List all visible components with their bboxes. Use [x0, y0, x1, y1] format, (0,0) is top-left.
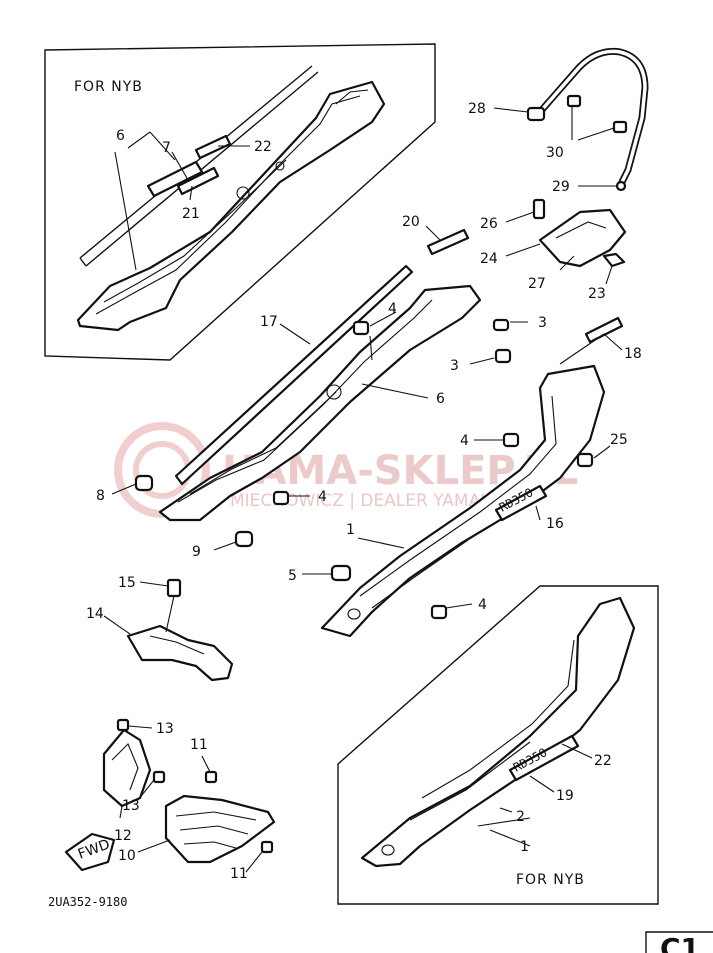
- page-tag-text: C1: [660, 932, 700, 953]
- grab-bar-assembly: 28 30 29: [468, 47, 649, 195]
- small-covers: 13 13 12 11 10 11 FWD: [64, 718, 276, 882]
- grommet-3a: [492, 318, 510, 332]
- decal-7: [146, 160, 204, 198]
- callout-1-bottom: 1: [520, 839, 529, 855]
- screw-13a: [116, 718, 130, 732]
- callout-3-lower: 3: [450, 358, 459, 374]
- callout-6-main: 6: [436, 391, 445, 407]
- callout-7: 7: [162, 140, 171, 156]
- callout-30: 30: [546, 145, 564, 161]
- callout-9: 9: [192, 544, 201, 560]
- callout-8: 8: [96, 488, 105, 504]
- callout-13-top: 13: [156, 721, 174, 737]
- grommet-4b: [502, 432, 520, 448]
- callout-6-top: 6: [116, 128, 125, 144]
- callout-19: 19: [556, 788, 574, 804]
- callout-4-lower: 4: [478, 597, 487, 613]
- inset-box-frame-bottom: [337, 585, 659, 905]
- clip-23: [602, 252, 626, 268]
- lower-side-cover: 18 RD350 4 25 16 1 5 4: [288, 316, 642, 638]
- decal-21: [176, 166, 220, 196]
- callout-5: 5: [288, 568, 297, 584]
- bolt-30b: [612, 120, 628, 134]
- washer-29: [615, 180, 627, 192]
- screw-11a: [204, 770, 218, 784]
- callout-3-upper: 3: [538, 315, 547, 331]
- callout-11-top: 11: [190, 737, 208, 753]
- callout-12: 12: [114, 828, 132, 844]
- callout-27: 27: [528, 276, 546, 292]
- callout-1-main: 1: [346, 522, 355, 538]
- bolt-15: [166, 578, 182, 598]
- grab-bar-end-28: [526, 106, 546, 122]
- callout-15: 15: [118, 575, 136, 591]
- bolt-30a: [566, 94, 582, 108]
- grommet-8: [134, 474, 154, 492]
- nyb-inset-top: FOR NYB 6 7 22 21: [44, 43, 436, 361]
- grommet-4d: [430, 604, 448, 620]
- stripe-17: [174, 264, 414, 486]
- callout-17: 17: [260, 314, 278, 330]
- inset-box-frame: [44, 43, 436, 361]
- page-tag: C1: [645, 931, 713, 953]
- decal-rd350: [494, 484, 548, 522]
- callout-2: 2: [516, 809, 525, 825]
- side-cover-6: [158, 284, 482, 522]
- callout-22-top: 22: [254, 139, 272, 155]
- watermark-subtext: MIECHOWICZ | DEALER YAMAHA: [230, 491, 505, 511]
- inset-title-bottom: FOR NYB: [516, 872, 585, 888]
- callout-21: 21: [182, 206, 200, 222]
- callout-4-upper: 4: [388, 301, 397, 317]
- callout-20: 20: [402, 214, 420, 230]
- tail-bracket-assembly: 20 26 24 27 23: [402, 198, 627, 302]
- callout-25: 25: [610, 432, 628, 448]
- callout-23: 23: [588, 286, 606, 302]
- callout-14: 14: [86, 606, 104, 622]
- cover-12: [102, 728, 152, 808]
- grommet-3b: [494, 348, 512, 364]
- grommet-4c: [272, 490, 290, 506]
- decal-18: [584, 316, 624, 344]
- side-cover-nyb-lower: [360, 596, 636, 868]
- callout-28: 28: [468, 101, 486, 117]
- callout-4-right: 4: [460, 433, 469, 449]
- diagram-code: 2UA352-9180: [48, 895, 127, 909]
- callout-11-bottom: 11: [230, 866, 248, 882]
- callout-13-bottom: 13: [122, 798, 140, 814]
- side-cover-main: 17 4 3 3 6 8 4 9: [96, 264, 547, 560]
- collar-9: [234, 530, 254, 548]
- callout-4-mid: 4: [318, 489, 327, 505]
- bracket-14-assembly: 15 14: [86, 575, 234, 682]
- grommet-4a: [352, 320, 370, 336]
- nyb-inset-bottom: RD350 22 19 2 1 FOR NYB: [337, 585, 659, 905]
- callout-26: 26: [480, 216, 498, 232]
- callout-16: 16: [546, 516, 564, 532]
- grommet-25: [576, 452, 594, 468]
- bracket-14: [126, 624, 234, 682]
- bolt-26: [532, 198, 546, 220]
- decal-22: [194, 134, 232, 160]
- screw-13b: [152, 770, 166, 784]
- screw-11b: [260, 840, 274, 854]
- fwd-arrow-icon: [64, 832, 116, 872]
- decal-19: [508, 734, 580, 782]
- side-cover-16: [320, 364, 606, 638]
- damper-5: [330, 564, 352, 582]
- callout-10: 10: [118, 848, 136, 864]
- callout-22-bottom: 22: [594, 753, 612, 769]
- cover-10: [164, 794, 276, 864]
- callout-18: 18: [624, 346, 642, 362]
- bracket-27: [538, 208, 627, 268]
- side-cover-nyb: [76, 80, 386, 332]
- callout-24: 24: [480, 251, 498, 267]
- callout-29: 29: [552, 179, 570, 195]
- inset-title-top: FOR NYB: [74, 79, 143, 95]
- decal-20: [426, 228, 470, 256]
